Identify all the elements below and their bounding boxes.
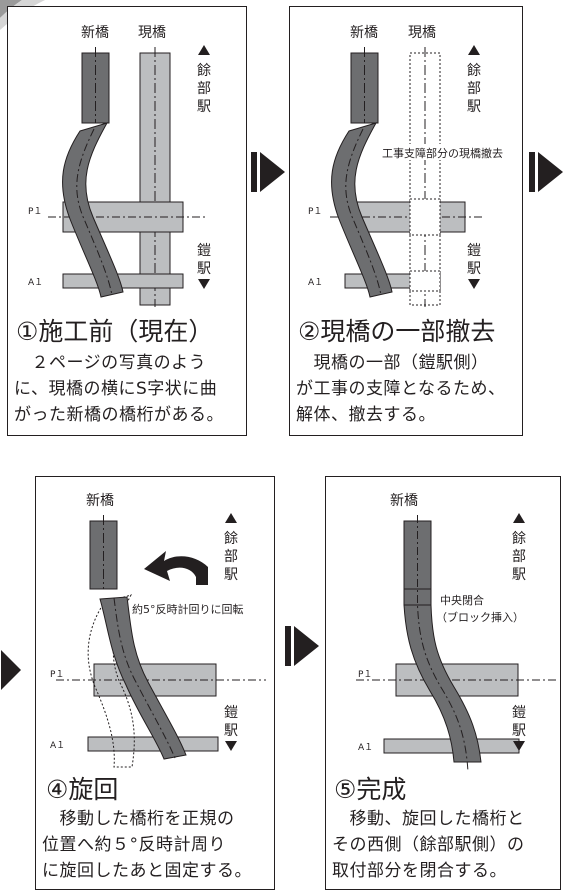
a1-label: A１ [50, 741, 65, 751]
step-4-desc-line-1: 移動した橋桁を正規の [42, 809, 235, 829]
station-top-char-3: 駅 [224, 567, 238, 583]
new-bridge-s-curve [62, 122, 124, 298]
station-top-char-1: 餘 [224, 530, 238, 547]
rotation-annotation: 約5°反時計回りに回転 [132, 602, 244, 616]
diagram-step-1: 新橋 現橋 P１ A１ 餘 部 駅 鎧 駅 [28, 25, 211, 307]
p1-label: P１ [358, 670, 372, 680]
station-top-char-1: 餘 [197, 62, 211, 79]
abutment-a1 [62, 273, 184, 289]
station-top-char-3: 駅 [467, 99, 481, 115]
step-1-desc-line-1: ２ページの写真のよう [14, 353, 207, 373]
step-5-desc-line-3: 取付部分を閉合する。 [332, 861, 507, 881]
station-bottom-char-1: 鎧 [467, 243, 481, 259]
step-panel-1: 新橋 現橋 P１ A１ 餘 部 駅 鎧 駅 ①施工前（現在） ２ページの写真のよ… [7, 6, 247, 436]
step-1-title: ①施工前（現在） [16, 317, 214, 346]
p1-label: P１ [28, 207, 42, 217]
existing-bridge-label: 現橋 [138, 25, 166, 41]
step-panel-5: 新橋 中央閉合 （ブロック挿入） P１ A１ 餘 部 駅 鎧 駅 ⑤完成 移動、… [325, 476, 561, 890]
new-bridge-rotated-girder [99, 596, 187, 760]
step-4-title: ④旋回 [46, 775, 119, 804]
incoming-step-arrow-icon [1, 650, 21, 690]
removal-annotation: 工事支障部分の現橋撤去 [382, 146, 503, 160]
station-top-char-2: 部 [197, 81, 211, 97]
step-5-desc-line-2: その西側（餘部駅側）の [332, 835, 525, 855]
station-top-char-2: 部 [467, 81, 481, 97]
new-bridge-label: 新橋 [350, 25, 378, 41]
closure-annotation-line-1: 中央閉合 [440, 593, 484, 607]
next-step-arrow-icon [285, 626, 319, 666]
station-top-char-2: 部 [224, 549, 238, 565]
diagram-step-5: 新橋 中央閉合 （ブロック挿入） P１ A１ 餘 部 駅 鎧 駅 [356, 493, 556, 773]
step-2-title: ②現橋の一部撤去 [298, 317, 496, 346]
step-4-desc-line-2: 位置へ約５°反時計周り [42, 835, 226, 855]
station-bottom-char-2: 駅 [512, 723, 526, 739]
new-bridge-s-curve [331, 122, 393, 298]
step-panel-2: 新橋 現橋 工事支障部分の現橋撤去 P１ A１ 餘 部 駅 鎧 駅 ②現橋の一部… [289, 6, 523, 436]
station-top-char-2: 部 [512, 549, 526, 565]
new-bridge-label: 新橋 [86, 493, 114, 509]
arrow-up-icon [225, 513, 237, 523]
new-bridge-label: 新橋 [390, 493, 418, 509]
arrow-down-icon [468, 279, 480, 289]
step-1-desc-line-3: がった新橋の橋桁がある。 [14, 405, 224, 425]
step-2-desc-line-3: 解体、撤去する。 [296, 405, 436, 425]
arrow-up-icon [198, 45, 210, 55]
station-top-char-1: 餘 [467, 62, 481, 79]
step-2-desc-line-2: が工事の支障となるため、 [296, 379, 506, 399]
arrow-down-icon [513, 741, 525, 751]
arrow-down-icon [198, 279, 210, 289]
diagram-step-4: 新橋 約5°反時計回りに回転 P１ A１ 餘 部 駅 鎧 駅 [50, 493, 266, 768]
station-top-char-3: 駅 [197, 99, 211, 115]
arrow-up-icon [468, 45, 480, 55]
a1-label: A１ [358, 743, 373, 753]
step-panel-4: 新橋 約5°反時計回りに回転 P１ A１ 餘 部 駅 鎧 駅 ④旋回 移動した橋… [35, 476, 275, 890]
p1-label: P１ [308, 207, 322, 217]
next-step-arrow-icon [251, 152, 285, 192]
station-bottom-char-2: 駅 [467, 261, 481, 277]
a1-label: A１ [28, 278, 43, 288]
closure-annotation-line-2: （ブロック挿入） [436, 610, 524, 624]
station-top-char-3: 駅 [512, 567, 526, 583]
diagram-step-2: 新橋 現橋 工事支障部分の現橋撤去 P１ A１ 餘 部 駅 鎧 駅 [308, 25, 503, 307]
abutment-a1 [87, 736, 219, 752]
step-5-desc-line-1: 移動、旋回した橋桁と [332, 809, 525, 829]
step-1-desc-line-2: に、現橋の横にS字状に曲 [14, 379, 218, 399]
new-bridge-completed-girder [403, 604, 482, 763]
step-5-title: ⑤完成 [334, 775, 407, 804]
rotation-arrow-icon [144, 551, 208, 585]
station-bottom-char-2: 駅 [224, 723, 238, 739]
new-bridge-label: 新橋 [81, 25, 109, 41]
step-4-desc-line-3: に旋回したあと固定する。 [42, 861, 252, 881]
arrow-up-icon [513, 513, 525, 523]
station-bottom-char-1: 鎧 [512, 705, 526, 721]
p1-label: P１ [50, 670, 64, 680]
station-bottom-char-1: 鎧 [224, 705, 238, 721]
station-top-char-1: 餘 [512, 530, 526, 547]
step-2-desc-line-1: 現橋の一部（鎧駅側） [296, 353, 489, 373]
a1-label: A１ [308, 278, 323, 288]
station-bottom-char-2: 駅 [197, 261, 211, 277]
station-bottom-char-1: 鎧 [197, 243, 211, 259]
arrow-down-icon [225, 741, 237, 751]
existing-bridge-label: 現橋 [408, 25, 436, 41]
next-step-arrow-icon [529, 152, 563, 192]
